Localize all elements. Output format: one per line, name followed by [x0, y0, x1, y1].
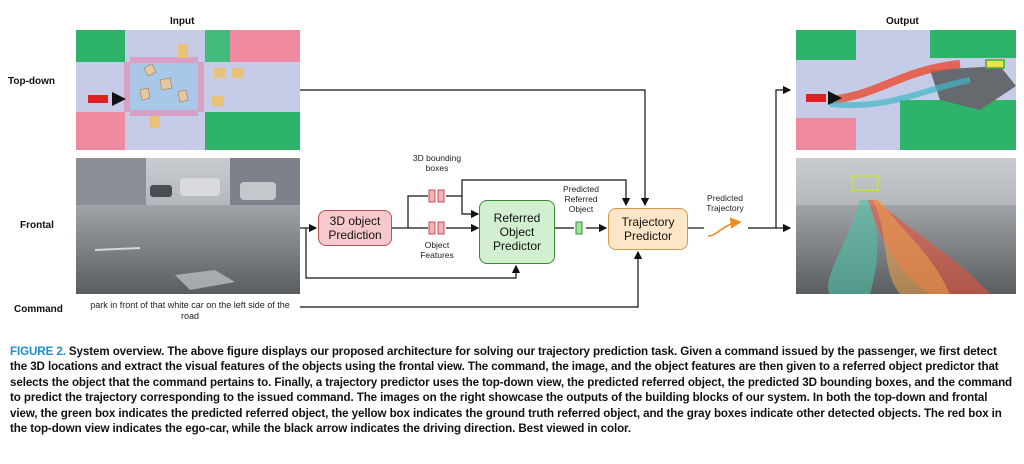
ground-truth-box [985, 59, 1005, 69]
frontal-label: Frontal [20, 220, 54, 231]
predicted-object-glyph [575, 221, 583, 235]
object-detector-block: 3D object Prediction [318, 210, 392, 246]
input-topdown-map [76, 30, 300, 150]
command-text: park in front of that white car on the l… [90, 300, 290, 321]
figure-label: FIGURE 2. [10, 345, 66, 358]
output-topdown-map [796, 30, 1016, 150]
predicted-object-label: Predicted Referred Object [563, 184, 599, 214]
trajectory-glyph [707, 217, 742, 237]
output-label: Output [886, 16, 919, 27]
caption-text: System overview. The above figure displa… [10, 345, 1013, 436]
output-frontal-image [796, 158, 1016, 294]
input-frontal-image [76, 158, 300, 294]
bbox-glyphs [428, 189, 445, 203]
object-features-label: Object Features [420, 240, 454, 260]
feature-glyphs [428, 221, 445, 235]
input-label: Input [170, 16, 195, 27]
flow-arrows [300, 85, 792, 308]
bounding-boxes-label: 3D bounding boxes [412, 153, 462, 173]
figure-caption: FIGURE 2. System overview. The above fig… [10, 344, 1014, 436]
trajectory-predictor-block: Trajectory Predictor [608, 208, 688, 250]
ego-car-box [88, 95, 108, 103]
predicted-trajectory-label: Predicted Trajectory [706, 193, 744, 213]
referred-object-predictor-block: Referred Object Predictor [479, 200, 555, 264]
command-label: Command [14, 304, 63, 315]
top-down-label: Top-down [8, 76, 56, 87]
predicted-referred-box [851, 175, 879, 191]
